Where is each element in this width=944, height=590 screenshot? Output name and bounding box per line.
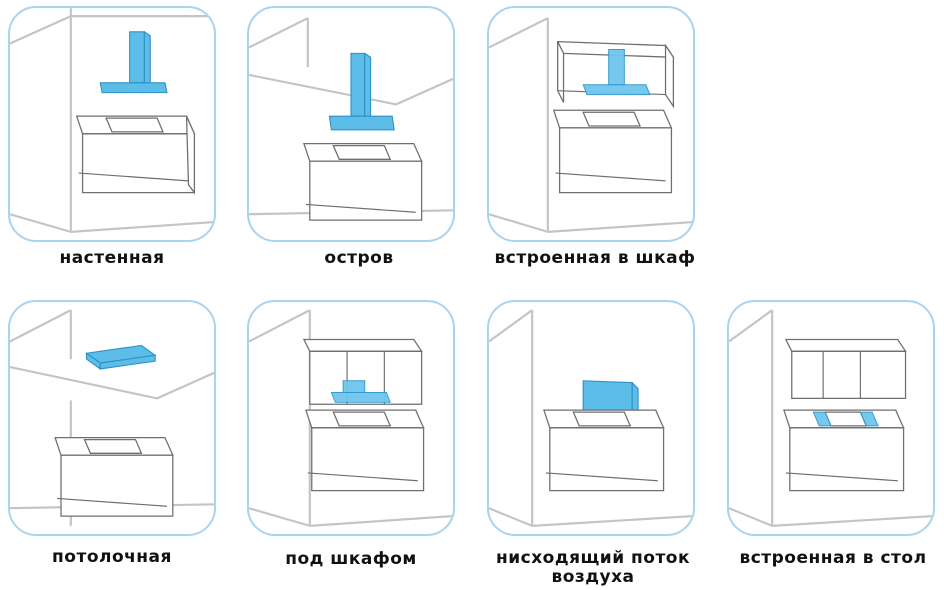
- hood-icon: [328, 52, 395, 131]
- kitchen-counter-icon: [305, 409, 425, 492]
- kitchen-counter-icon: [54, 436, 174, 517]
- built-in-table-hood-illustration: [729, 309, 933, 527]
- option-label-built-in-table: встроенная в стол: [739, 548, 927, 568]
- option-tile-built-in-table[interactable]: [727, 300, 935, 536]
- wall-cabinet-icon: [302, 338, 423, 405]
- option-label-wall: настенная: [59, 248, 165, 268]
- hood-icon: [330, 380, 391, 403]
- hood-icon: [85, 344, 157, 371]
- kitchen-counter-icon: [303, 142, 423, 221]
- wall-hood-illustration: [10, 8, 214, 233]
- built-in-cabinet-hood-illustration: [489, 17, 693, 233]
- option-label-island: остров: [324, 248, 394, 268]
- option-tile-wall[interactable]: [8, 6, 216, 242]
- option-tile-island[interactable]: [247, 6, 455, 242]
- under-cabinet-hood-illustration: [249, 309, 453, 527]
- option-label-under-cabinet: под шкафом: [285, 549, 417, 569]
- option-tile-ceiling[interactable]: [8, 300, 216, 536]
- kitchen-counter-icon: [543, 409, 665, 492]
- option-tile-built-in-cabinet[interactable]: [487, 6, 695, 242]
- island-hood-illustration: [249, 17, 453, 221]
- kitchen-counter-icon: [552, 109, 673, 194]
- option-label-built-in-cabinet: встроенная в шкаф: [494, 248, 696, 268]
- option-tile-under-cabinet[interactable]: [247, 300, 455, 536]
- kitchen-counter-icon: [783, 409, 905, 492]
- hood-icon: [582, 48, 651, 96]
- hood-icon: [812, 411, 879, 427]
- option-label-downdraft: нисходящий поток воздуха: [495, 548, 691, 587]
- hood-icon: [99, 30, 168, 94]
- ceiling-hood-illustration: [10, 309, 214, 526]
- option-tile-downdraft[interactable]: [487, 300, 695, 536]
- wall-cabinet-icon: [784, 338, 907, 400]
- downdraft-hood-illustration: [489, 309, 693, 527]
- option-label-ceiling: потолочная: [52, 547, 172, 567]
- kitchen-counter-icon: [75, 115, 196, 195]
